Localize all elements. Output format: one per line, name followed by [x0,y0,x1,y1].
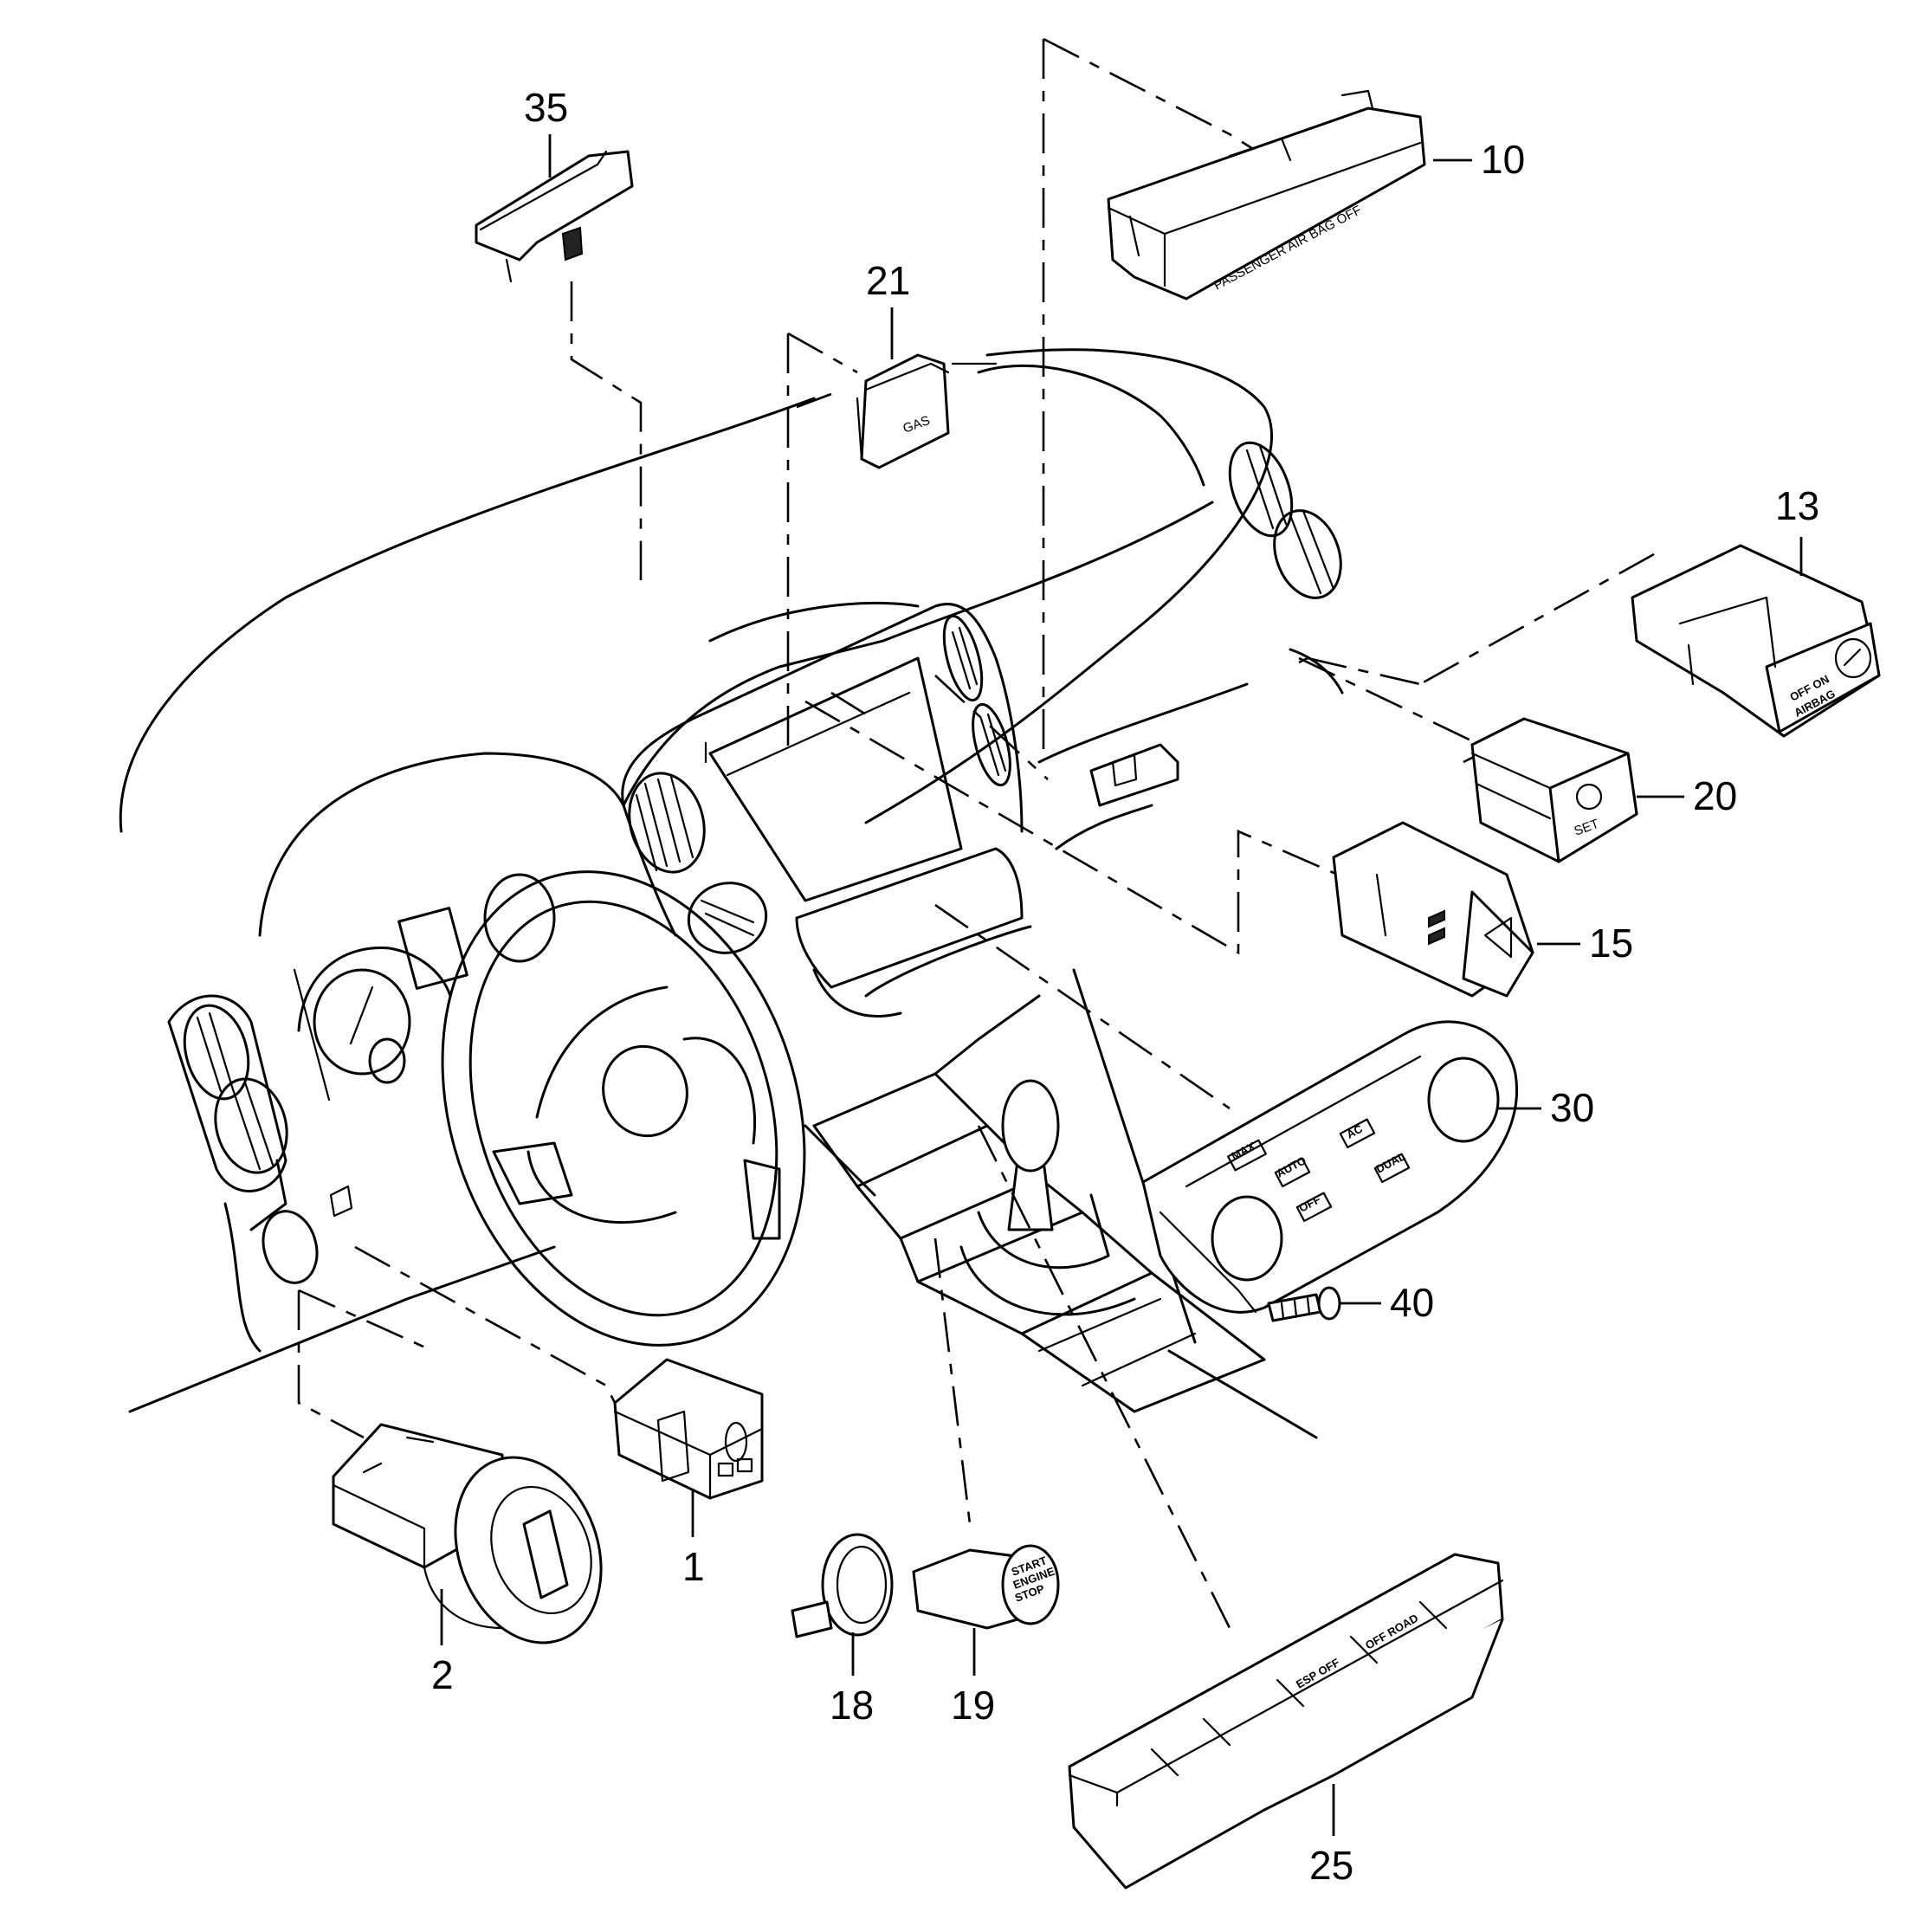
callout-30: 30 [1550,1085,1594,1130]
steering-wheel [441,870,806,1347]
callout-25: 25 [1309,1843,1353,1888]
callout-1: 1 [682,1544,705,1589]
part-18-ring [791,1533,894,1638]
part-13-airbag-switch: OFF ON AIRBAG [1631,544,1881,738]
part-21-gas-button: GAS [856,353,950,469]
callout-10: 10 [1481,137,1525,182]
leader-lines [297,37,1655,1629]
part-35-switch [475,150,634,283]
callout-2: 2 [431,1652,454,1697]
callout-18: 18 [830,1683,874,1728]
callout-20: 20 [1693,773,1737,818]
part-19-start-stop: START ENGINE STOP [912,1544,1060,1630]
callout-35: 35 [524,85,568,130]
part-10-airbag-indicator: PASSENGER AIR BAG OFF [1107,89,1426,300]
part-1-switch-module [613,1358,764,1500]
part-20-set-button: SET [1470,717,1638,863]
callout-13: 13 [1775,483,1819,528]
part-2-headlight-switch [332,1423,603,1644]
center-console [804,968,1318,1439]
part-15-hazard-switch [1332,821,1534,998]
callout-15: 15 [1589,921,1633,966]
part-40-screw [1267,1286,1341,1322]
callout-19: 19 [951,1683,995,1728]
callout-labels: 35 10 21 13 20 15 30 40 1 2 18 19 25 [431,85,1819,1888]
callout-21: 21 [866,258,910,303]
dashboard-outline [119,348,1344,1413]
part-25-button-strip: ESP OFF OFF ROAD [1068,1553,1504,1890]
callout-leaders [440,134,1803,1836]
part-30-climate-control: MAX AUTO OFF AC DUAL [1141,1020,1518,1314]
callout-40: 40 [1390,1280,1434,1325]
